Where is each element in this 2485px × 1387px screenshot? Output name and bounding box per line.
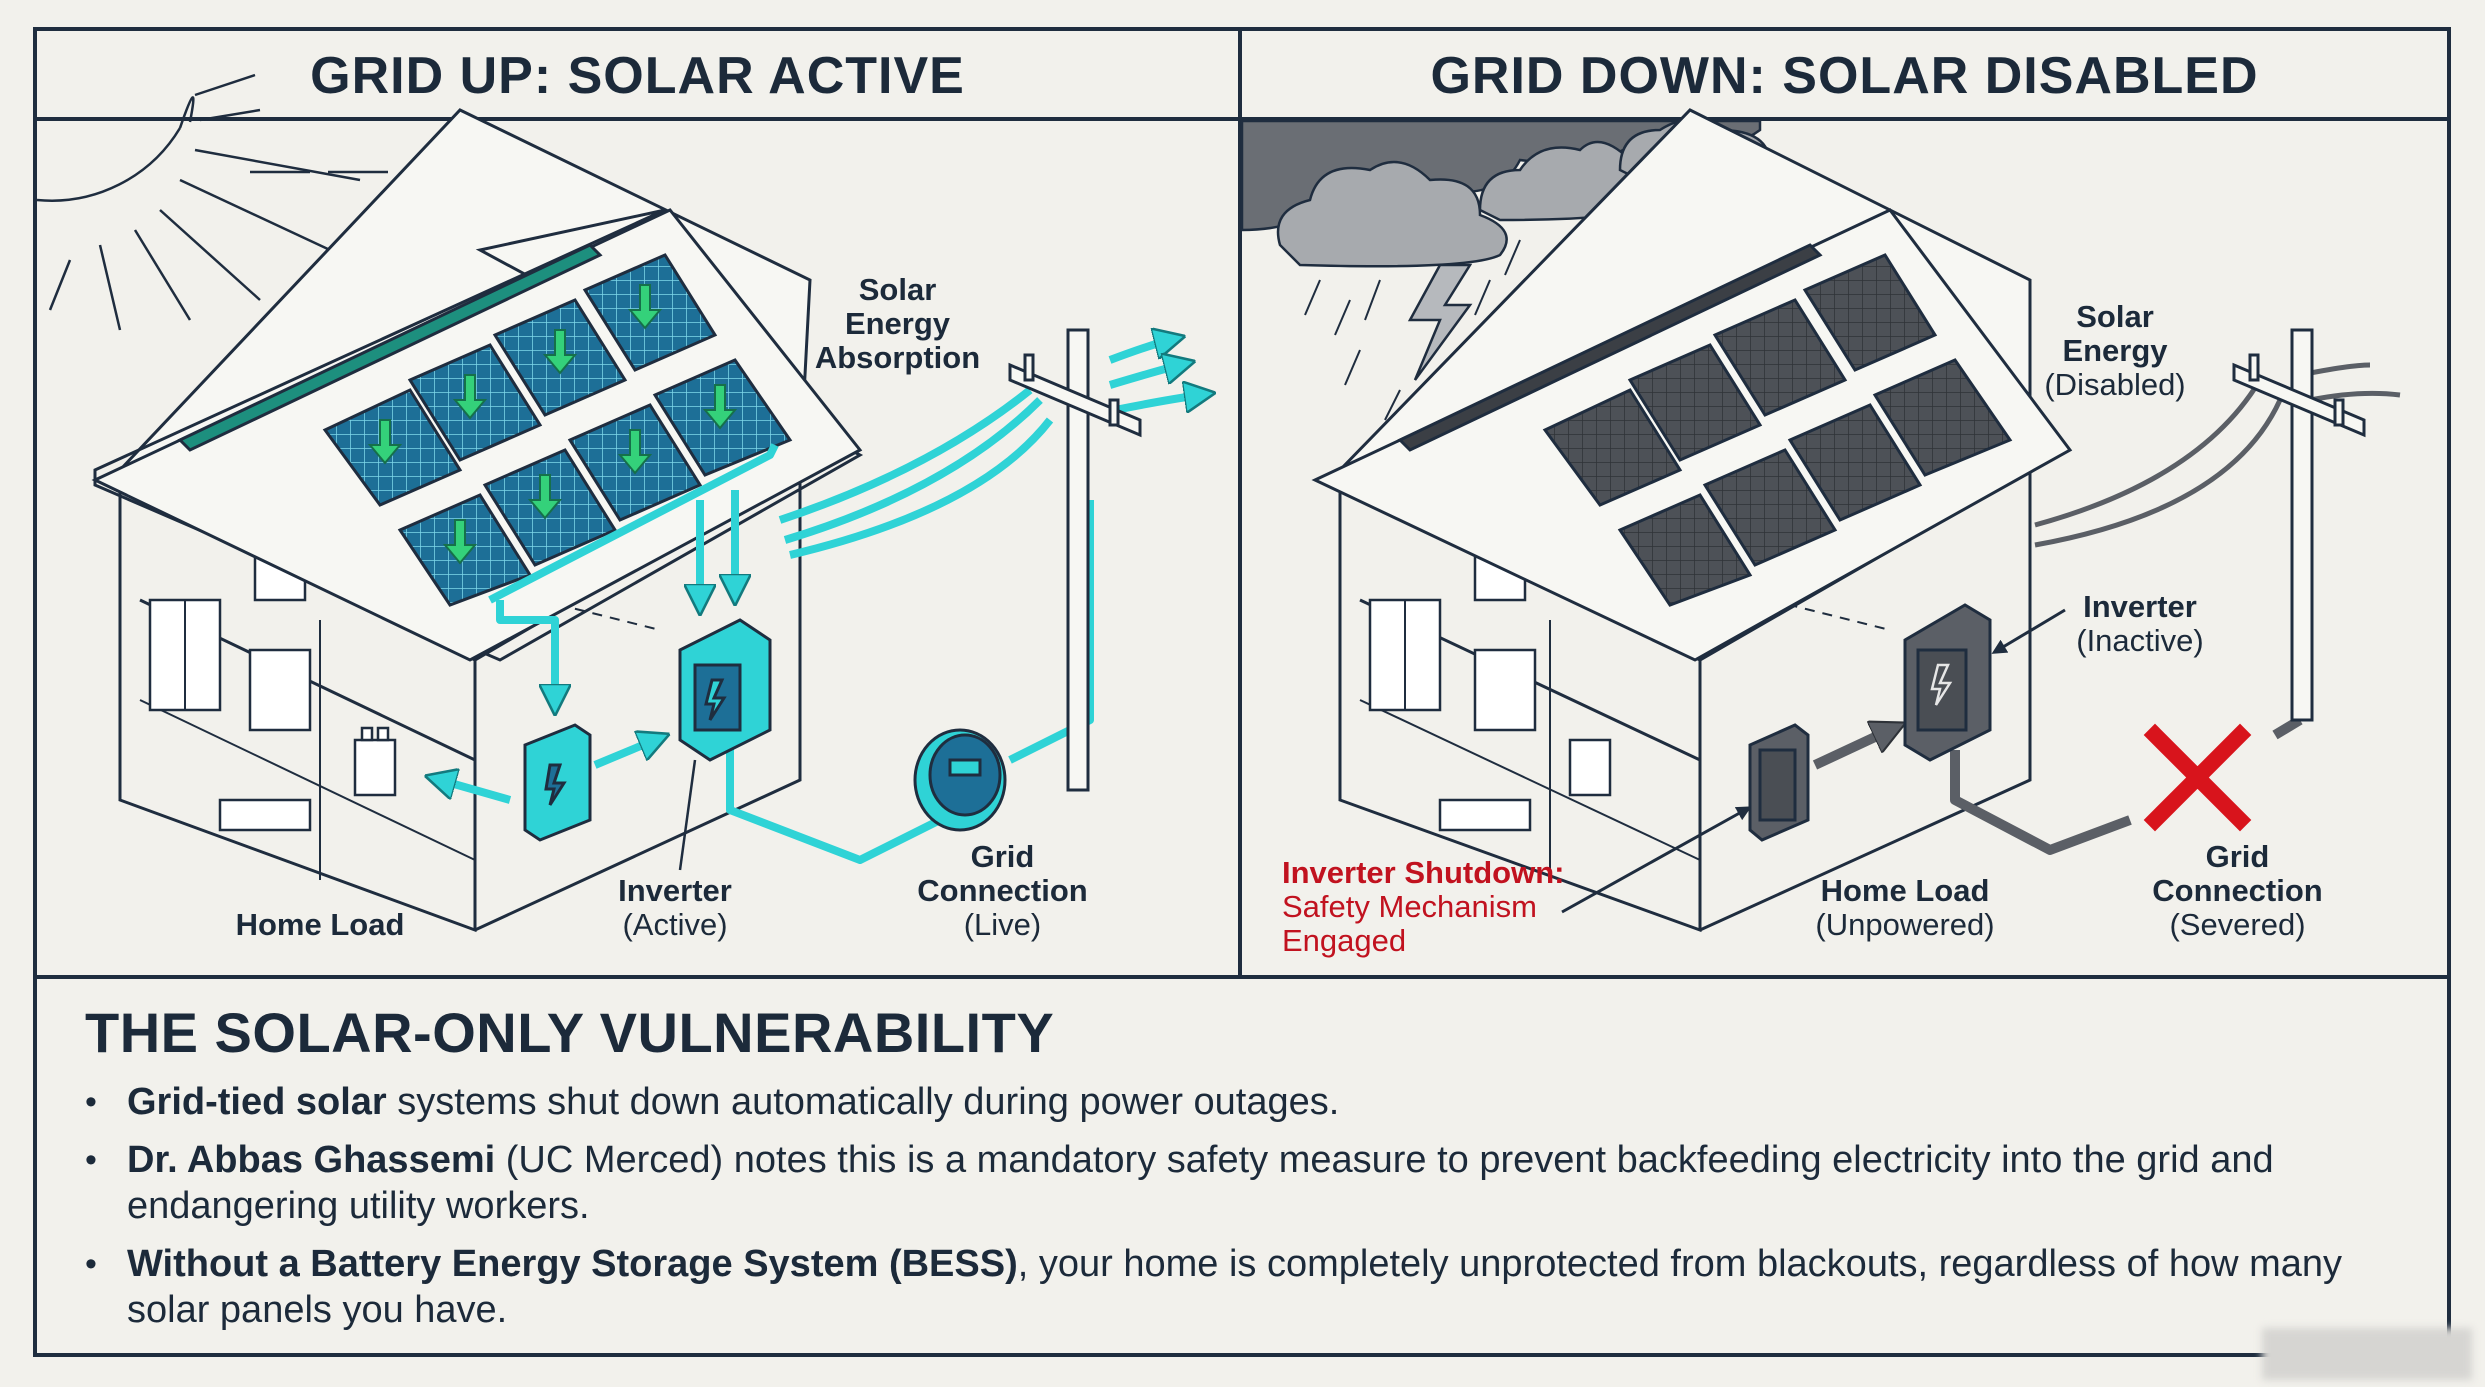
disconnect-box [523, 723, 592, 842]
inactive-flow [1812, 715, 2303, 855]
label-inverter-inactive: Inverter (Inactive) [2076, 589, 2204, 658]
inverter-icon [678, 618, 772, 762]
header-divider [33, 117, 2451, 121]
utility-pole-right [2232, 328, 2366, 722]
shutdown-pointer [1561, 806, 1752, 914]
label-solar-disabled: Solar Energy (Disabled) [2044, 299, 2186, 402]
absorption-arrows [367, 284, 738, 565]
label-solar-absorption: Solar Energy Absorption [814, 272, 981, 375]
summary-section: THE SOLAR-ONLY VULNERABILITY Grid-tied s… [85, 1000, 2415, 1345]
inverter-pointer [678, 759, 697, 871]
summary-bullets: Grid-tied solar systems shut down automa… [85, 1079, 2415, 1333]
inverter-inactive-pointer [1991, 608, 2066, 654]
battery-icon [353, 726, 397, 797]
label-home-load-left: Home Load [235, 907, 405, 942]
diagram-frame [33, 27, 2451, 1357]
label-grid-live: Grid Connection (Live) [917, 839, 1088, 942]
utility-pole-icon [1008, 328, 1142, 792]
label-inverter-active: Inverter (Active) [618, 873, 732, 942]
severed-x-icon [2143, 723, 2252, 832]
panel-title-grid-up: GRID UP: SOLAR ACTIVE [310, 47, 965, 105]
active-flow-lines [440, 340, 1200, 864]
bullet-item: Dr. Abbas Ghassemi (UC Merced) notes thi… [85, 1137, 2415, 1229]
solar-panels-disabled [1542, 253, 2013, 607]
panel-divider [1238, 27, 1242, 979]
panel-title-grid-down: GRID DOWN: SOLAR DISABLED [1430, 47, 2259, 105]
label-inverter-shutdown: Inverter Shutdown: Safety Mechanism Enga… [1282, 855, 1565, 958]
label-home-load-unpowered: Home Load (Unpowered) [1815, 873, 1995, 942]
blurred-watermark [2262, 1328, 2472, 1380]
summary-title: THE SOLAR-ONLY VULNERABILITY [85, 1001, 1055, 1064]
meter-icon [913, 728, 1007, 832]
bullet-item: Grid-tied solar systems shut down automa… [85, 1079, 2415, 1125]
sun-icon [36, 73, 470, 331]
bullet-item: Without a Battery Energy Storage System … [85, 1241, 2415, 1333]
label-grid-severed: Grid Connection (Severed) [2152, 839, 2323, 942]
disconnect-box-inactive [1748, 723, 1810, 842]
summary-divider [33, 975, 2451, 979]
inverter-inactive-icon [1903, 603, 1992, 762]
